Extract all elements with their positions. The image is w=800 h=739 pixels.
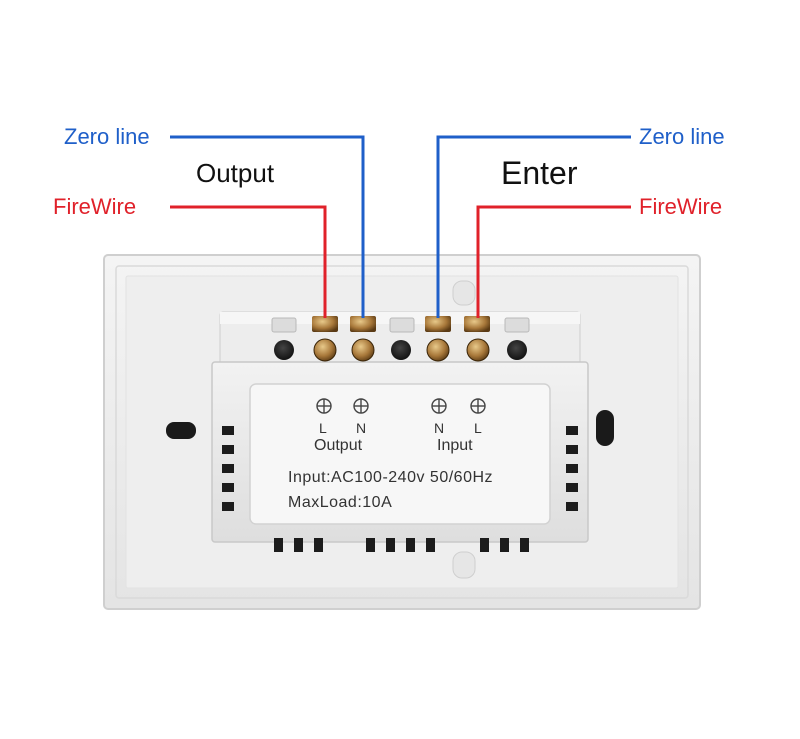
- wire-input-zero: [436, 135, 631, 318]
- plate-input-l: L: [474, 420, 482, 436]
- input-zero-line-label: Zero line: [639, 124, 725, 149]
- vents-left: [222, 426, 234, 511]
- terminal-hole-1: [274, 340, 294, 360]
- mount-slot-left: [166, 422, 196, 439]
- terminal-hole-4: [391, 340, 411, 360]
- plate-output-l: L: [319, 420, 327, 436]
- screw-symbol-input-l: [470, 398, 486, 414]
- terminal-input-l: [466, 338, 490, 362]
- wire-output-zero: [170, 135, 365, 318]
- output-firewire-label: FireWire: [53, 194, 137, 219]
- screw-symbol-output-l: [316, 398, 332, 414]
- vents-bottom: [274, 538, 529, 552]
- vents-right: [566, 426, 578, 511]
- wire-input-fire: [476, 205, 631, 318]
- plate-input-caption: Input: [437, 437, 473, 454]
- terminal-output-l: [313, 338, 337, 362]
- mount-slot-bottom: [452, 551, 476, 579]
- terminal-top-row: [271, 316, 530, 333]
- screw-symbol-output-n: [353, 398, 369, 414]
- spec-maxload: MaxLoad:10A: [288, 494, 393, 511]
- terminal-input-n: [426, 338, 450, 362]
- input-firewire-label: FireWire: [639, 194, 723, 219]
- plate-input-n: N: [434, 420, 445, 436]
- enter-header: Enter: [501, 155, 578, 191]
- wire-output-fire: [170, 205, 327, 318]
- screw-symbol-input-n: [431, 398, 447, 414]
- mount-slot-top: [452, 280, 476, 306]
- spec-input: Input:AC100-240v 50/60Hz: [288, 469, 494, 486]
- output-zero-line-label: Zero line: [64, 124, 150, 149]
- mount-slot-right: [596, 410, 614, 446]
- output-header: Output: [196, 158, 275, 188]
- terminal-hole-7: [507, 340, 527, 360]
- plate-output-n: N: [356, 420, 367, 436]
- terminal-holes: [274, 338, 527, 362]
- label-plate: [249, 383, 551, 525]
- screw-symbols: [316, 398, 486, 414]
- terminal-output-n: [351, 338, 375, 362]
- plate-output-caption: Output: [314, 437, 363, 454]
